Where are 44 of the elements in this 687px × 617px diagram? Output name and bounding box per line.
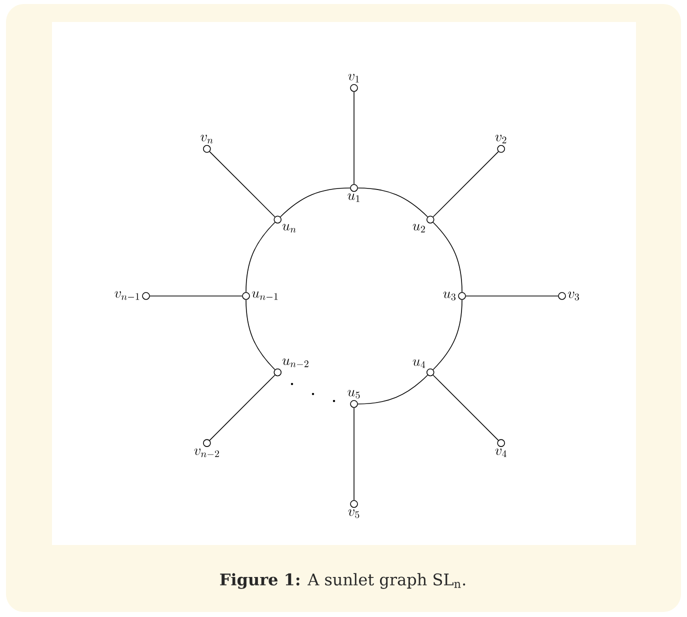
pendant-edge [209, 374, 276, 441]
node-label: $v_{n-2}$ [194, 448, 219, 458]
pendant-edge [209, 151, 276, 218]
node-label: $u_3$ [443, 292, 456, 300]
pendant-edge [432, 374, 499, 441]
vertex: $u_n$ [274, 216, 296, 233]
cycle-edge [280, 188, 350, 218]
pendant-edge [432, 151, 499, 218]
node-label: $v_2$ [495, 134, 506, 144]
vertex: $u_{n-1}$ [242, 291, 278, 300]
vertex: $v_2$ [495, 134, 506, 153]
node-label: $v_n$ [200, 134, 213, 144]
node-label: $u_n$ [282, 224, 296, 233]
vertex: $v_3$ [558, 292, 579, 300]
cycle-edge [432, 299, 462, 370]
vertex: $u_2$ [412, 216, 434, 232]
node-label: $v_1$ [348, 74, 359, 82]
node-label: $v_3$ [568, 292, 579, 300]
node-label: $u_{n-1}$ [252, 291, 278, 300]
cycle-edge [246, 299, 276, 370]
cycle-edge [432, 222, 462, 292]
vertex: $u_3$ [443, 292, 466, 300]
vertex: $v_n$ [200, 134, 213, 153]
node-label: $u_{n-2}$ [282, 358, 308, 368]
node-label: $u_5$ [348, 390, 360, 399]
cycle-edge [358, 374, 428, 404]
vertex: $u_{n-2}$ [274, 358, 308, 376]
vertex: $u_5$ [348, 390, 360, 408]
vertex: $u_4$ [412, 359, 434, 376]
vertex: $v_1$ [348, 74, 359, 92]
node-label: $v_5$ [348, 509, 360, 518]
vertex: $v_{n-1}$ [114, 291, 150, 300]
cycle-edge [246, 222, 276, 292]
node-label: $u_2$ [412, 224, 425, 232]
vertex: $u_1$ [348, 184, 360, 202]
node-label: $u_4$ [412, 359, 426, 368]
figure-caption: Figure 1: A sunlet graph SL$_{n}$. [220, 573, 466, 589]
vertex: $v_{n-2}$ [194, 439, 219, 458]
node-label: $v_{n-1}$ [114, 291, 140, 300]
vertex: $v_5$ [348, 500, 360, 518]
node-label: $u_1$ [348, 193, 360, 202]
vertex: $v_4$ [495, 439, 506, 458]
node-label: $v_4$ [495, 448, 506, 458]
cycle-edge [358, 188, 428, 218]
